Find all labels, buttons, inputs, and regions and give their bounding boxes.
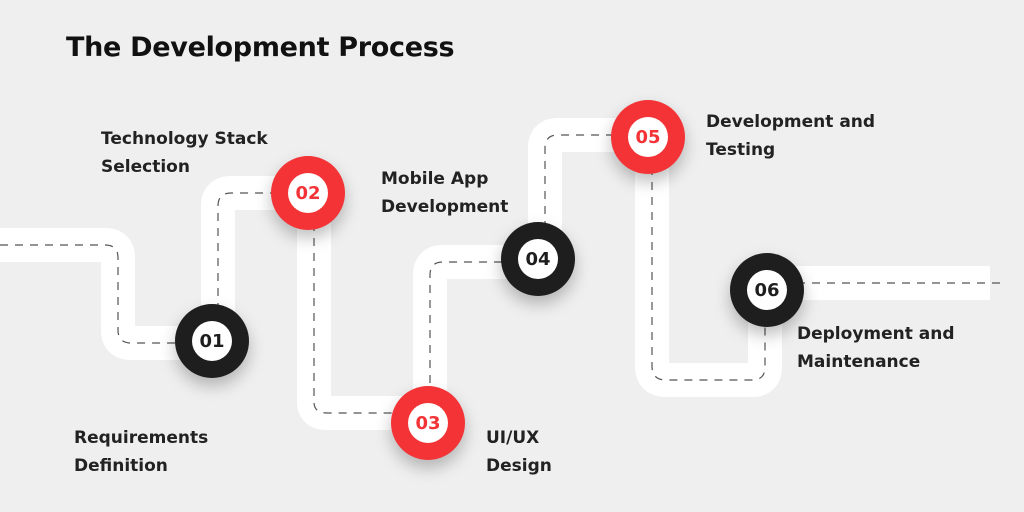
label-line: Testing <box>706 140 776 160</box>
label-line: Definition <box>74 456 168 476</box>
step-02-marker: 02 <box>271 156 345 230</box>
step-number: 02 <box>288 173 328 213</box>
label-line: Development and <box>706 112 876 132</box>
step-number: 05 <box>628 117 668 157</box>
label-line: Design <box>486 456 552 476</box>
step-05-marker: 05 <box>611 100 685 174</box>
label-line: Deployment and <box>797 324 955 344</box>
step-number: 03 <box>408 403 448 443</box>
label-line: Development <box>381 197 509 217</box>
step-number: 04 <box>518 239 558 279</box>
step-04-marker: 04 <box>501 222 575 296</box>
label-line: Technology Stack <box>101 129 268 149</box>
step-06-marker: 06 <box>730 253 804 327</box>
label-line: Maintenance <box>797 352 921 372</box>
step-03-marker: 03 <box>391 386 465 460</box>
label-line: UI/UX <box>486 428 540 448</box>
step-03-label: UI/UX Design <box>486 424 706 480</box>
label-line: Selection <box>101 157 190 177</box>
page-title: The Development Process <box>66 32 455 63</box>
label-line: Mobile App <box>381 169 489 189</box>
label-line: Requirements <box>74 428 209 448</box>
step-number: 06 <box>747 270 787 310</box>
step-01-marker: 01 <box>175 304 249 378</box>
step-number: 01 <box>192 321 232 361</box>
